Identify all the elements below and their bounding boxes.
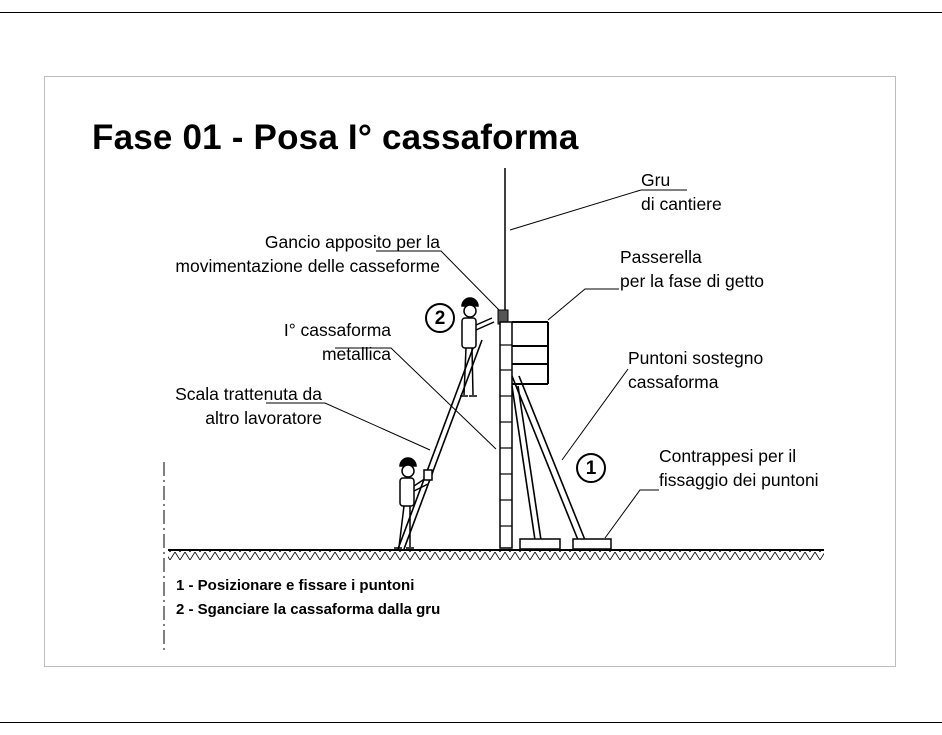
label-gancio: Gancio apposito per la movimentazione de…: [175, 230, 440, 278]
label-contrappesi-line2: fissaggio dei puntoni: [659, 470, 819, 490]
label-passerella-line1: Passerella: [620, 247, 702, 267]
legend-item-1: 1 - Posizionare e fissare i puntoni: [176, 577, 415, 594]
label-passerella-line2: per la fase di getto: [620, 271, 764, 291]
label-puntoni-line2: cassaforma: [628, 372, 719, 392]
label-gru: Gru di cantiere: [641, 168, 722, 216]
leader-lines: [266, 189, 687, 539]
counterweights: [519, 538, 612, 550]
drawing-panel: [44, 76, 896, 667]
worker-on-ground-icon: [394, 457, 433, 549]
walkway-platform: [512, 321, 549, 385]
label-passerella: Passerella per la fase di getto: [620, 245, 764, 293]
marker-2: 2: [425, 303, 455, 333]
label-cassaforma-line2: metallica: [321, 344, 391, 364]
legend-item-2: 2 - Sganciare la cassaforma dalla gru: [176, 601, 441, 618]
ground: [168, 549, 824, 560]
marker-1: 1: [576, 453, 606, 483]
label-gancio-line1: Gancio apposito per la: [264, 232, 440, 252]
page-title: Fase 01 - Posa I° cassaforma: [92, 118, 579, 157]
label-contrappesi-line1: Contrappesi per il: [659, 446, 797, 466]
support-props: [511, 375, 586, 541]
label-scala: Scala trattenuta da altro lavoratore: [175, 382, 322, 430]
ladder: [397, 339, 483, 550]
legend: 1 - Posizionare e fissare i puntoni 2 - …: [176, 574, 440, 622]
top-border: [0, 12, 942, 13]
label-contrappesi: Contrappesi per il fissaggio dei puntoni: [659, 444, 819, 492]
label-gancio-line2: movimentazione delle casseforme: [175, 256, 440, 276]
label-cassaforma-line1: I° cassaforma: [283, 320, 391, 340]
label-puntoni-line1: Puntoni sostegno: [628, 348, 764, 368]
label-cassaforma: I° cassaforma metallica: [284, 318, 391, 366]
label-gru-line2: di cantiere: [641, 194, 722, 214]
bottom-border: [0, 722, 942, 723]
formwork: [499, 321, 513, 549]
label-scala-line2: altro lavoratore: [205, 408, 322, 428]
label-scala-line1: Scala trattenuta da: [175, 384, 322, 404]
label-puntoni: Puntoni sostegno cassaforma: [628, 346, 763, 394]
worker-on-ladder-icon: [460, 297, 495, 397]
label-gru-line1: Gru: [641, 170, 671, 190]
